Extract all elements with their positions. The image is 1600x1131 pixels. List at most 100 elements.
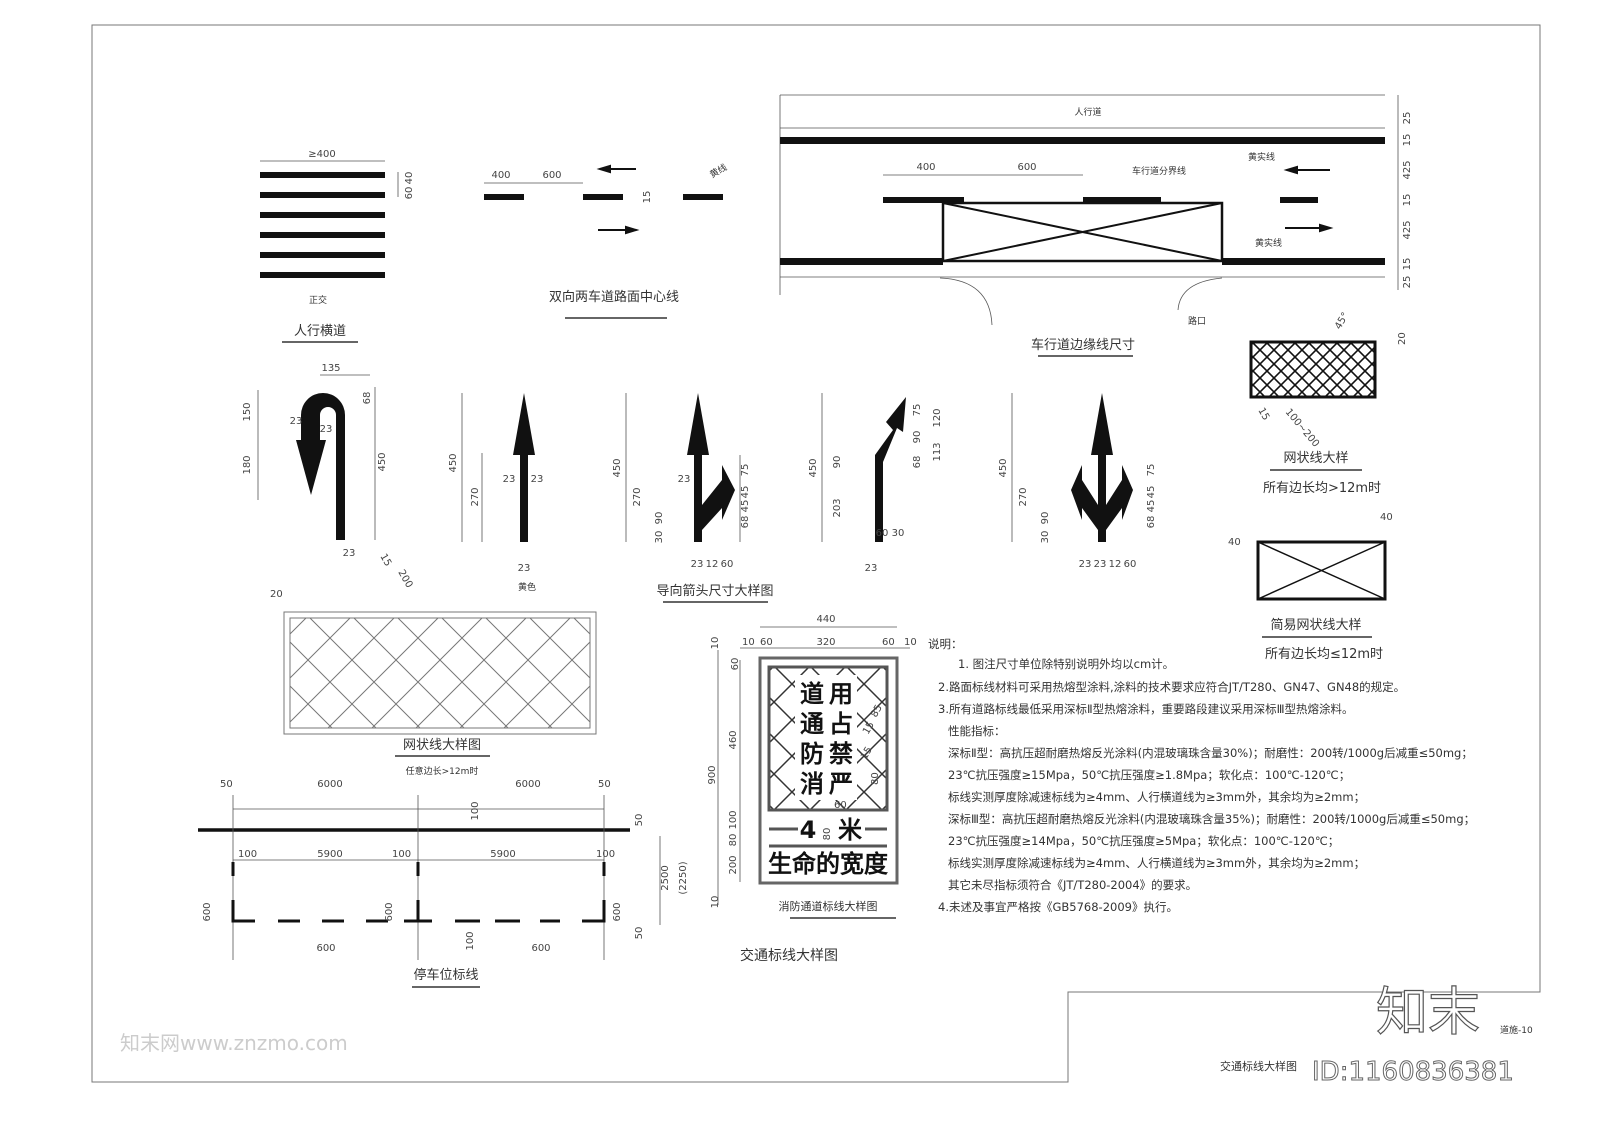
watermark: 知末 ID:1160836381 知末网www.znzmo.com — [120, 982, 1514, 1087]
dim-label: 23 — [503, 474, 516, 485]
dim-label: 50 — [598, 779, 611, 790]
dim-label: 15 — [1255, 406, 1271, 423]
dim-label: 135 — [321, 363, 340, 374]
dim-label: 60 — [721, 559, 734, 570]
watermark-text: 知末网www.znzmo.com — [120, 1031, 348, 1055]
dim-label: 15 — [377, 552, 393, 569]
dim-label: 30 — [892, 528, 905, 539]
dim-label: 68 — [362, 392, 373, 405]
dim-label: 200 — [395, 568, 414, 590]
dim-label: 68 — [912, 456, 923, 469]
dim-label: 23 — [865, 563, 878, 574]
dim-label: 450 — [377, 452, 388, 471]
dim-label: 450 — [612, 458, 623, 477]
dim-label: 100 — [465, 931, 476, 950]
dim-label: ≥400 — [308, 149, 335, 160]
dim-label: 30 — [654, 531, 665, 544]
note-line: 深标Ⅱ型：高抗压超耐磨热熔反光涂料(内混玻璃珠含量30%)；耐磨性：200转/1… — [948, 746, 1473, 760]
dim-label: 45 — [1146, 486, 1157, 499]
dim-label: 20 — [270, 589, 283, 600]
dim-label: 50 — [634, 927, 645, 940]
intersection-label: 路口 — [1188, 315, 1206, 327]
drawing-frame — [91, 24, 1541, 1083]
dim-label: 600 — [542, 170, 561, 181]
dim-label: 45 — [1146, 500, 1157, 513]
note-line: 性能指标： — [948, 724, 1006, 738]
sign-char: 用 — [829, 680, 853, 708]
dim-label: 15 — [1402, 258, 1413, 271]
centerline-detail: 400 600 15 黄线 双向两车道路面中心线 — [484, 161, 730, 319]
dim-label: 60 — [730, 658, 741, 671]
dim-label: 12 — [706, 559, 719, 570]
straight-left-right-arrow-detail: 450 270 90 30 75 45 45 68 23 12 60 23 — [998, 393, 1157, 570]
note-line: 标线实测厚度除减速标线为≥4mm、人行横道线为≥3mm外，其余均为≥2mm； — [948, 790, 1365, 804]
dim-label: 23 — [343, 548, 356, 559]
simple-mesh-note: 所有边长均≤12m时 — [1265, 647, 1383, 662]
watermark-id: ID:1160836381 — [1312, 1057, 1514, 1087]
dim-label: 60 — [882, 637, 895, 648]
edgeline-detail: 人行道 黄实线 黄实线 车行道分界线 路口 400 600 25 15 425 … — [779, 94, 1413, 357]
dim-label: 180 — [242, 455, 253, 474]
dim-label: 12 — [1109, 559, 1122, 570]
dim-label: 68 — [1146, 516, 1157, 529]
dim-label: 100 — [596, 849, 615, 860]
crosswalk-sub: 正交 — [309, 294, 327, 306]
large-mesh-title: 网状线大样图 — [403, 738, 481, 753]
sign-char: 消 — [800, 770, 824, 798]
dim-label: 15 — [1402, 194, 1413, 207]
mesh-title: 网状线大样 — [1283, 451, 1348, 466]
watermark-logo: 知末 — [1376, 983, 1480, 1043]
sign-number: 4 — [800, 816, 817, 844]
dim-label: 600 — [612, 902, 623, 921]
parking-title: 停车位标线 — [413, 967, 478, 983]
dim-label: 60 — [404, 187, 415, 200]
dim-label: 600 — [384, 902, 395, 921]
dim-label: 200 — [728, 855, 739, 874]
dim-label: 60 — [834, 800, 847, 811]
dim-label: 120 — [932, 408, 943, 427]
dim-label: 100 — [728, 810, 739, 829]
dim-label: 450 — [808, 458, 819, 477]
yellow-line-label: 黄线 — [708, 161, 730, 180]
dim-label: 90 — [832, 456, 843, 469]
dim-label: 100 — [392, 849, 411, 860]
dim-label: 600 — [316, 943, 335, 954]
dim-label: 80 — [870, 772, 881, 785]
note-line: 2.路面标线材料可采用热熔型涂料,涂料的技术要求应符合JT/T280、GN47、… — [938, 680, 1405, 694]
sheet-name: 交通标线大样图 — [1220, 1059, 1297, 1073]
crosswalk-title: 人行横道 — [294, 324, 346, 339]
sidewalk-label: 人行道 — [1074, 106, 1101, 118]
arrows-title: 导向箭头尺寸大样图 — [656, 583, 773, 599]
notes-heading: 说明： — [928, 637, 963, 651]
sign-char: 严 — [829, 770, 853, 798]
dim-label: 10 — [710, 896, 721, 909]
dim-label: 6000 — [515, 779, 540, 790]
dim-label: 150 — [242, 402, 253, 421]
dim-label: 100 — [238, 849, 257, 860]
sign-char: 通 — [800, 710, 824, 738]
dim-label: 113 — [932, 442, 943, 461]
sign-char: 道 — [800, 680, 824, 708]
edgeline-title: 车行道边缘线尺寸 — [1031, 337, 1135, 353]
dim-label: 600 — [1017, 162, 1036, 173]
dim-label: (2250) — [678, 861, 689, 894]
dim-label: 25 — [1402, 276, 1413, 289]
uturn-arrow-detail: 135 150 180 68 450 23 23 23 15 200 — [242, 363, 414, 590]
dim-label: 90 — [1040, 512, 1051, 525]
sign-char: 禁 — [829, 740, 853, 768]
mesh-note: 所有边长均>12m时 — [1263, 481, 1381, 496]
dim-label: 45° — [1333, 311, 1351, 332]
dim-label: 600 — [202, 902, 213, 921]
dim-label: 400 — [491, 170, 510, 181]
dim-label: 440 — [816, 614, 835, 625]
dim-label: 50 — [634, 814, 645, 827]
dim-label: 75 — [1146, 464, 1157, 477]
dim-label: 460 — [728, 730, 739, 749]
dim-label: 900 — [707, 765, 718, 784]
parking-detail: 50 6000 6000 50 100 5900 100 5900 100 60… — [198, 779, 689, 988]
simple-mesh-title: 简易网状线大样 — [1270, 617, 1361, 633]
dim-label: 203 — [832, 498, 843, 517]
fire-lane-title: 消防通道标线大样图 — [779, 899, 878, 913]
dim-label: 45 — [740, 500, 751, 513]
arrow-right-icon — [1285, 223, 1334, 233]
